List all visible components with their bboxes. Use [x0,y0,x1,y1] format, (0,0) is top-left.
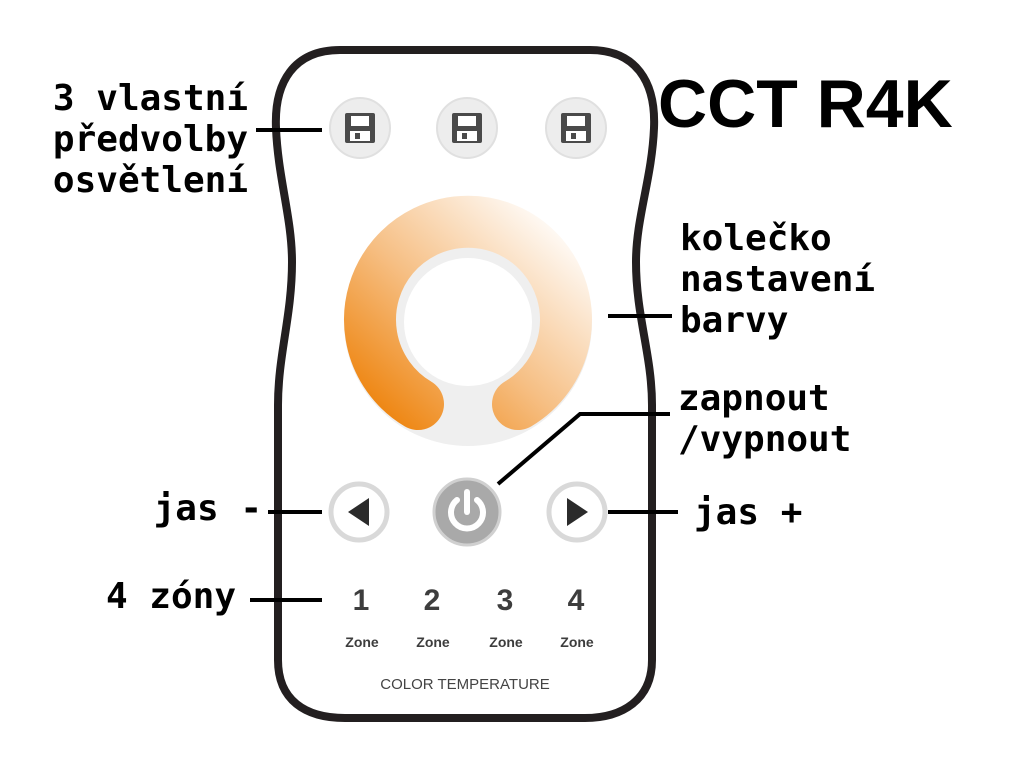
save-icon [452,113,482,143]
preset-button-3[interactable] [546,98,606,158]
brightness-down-button[interactable] [331,484,387,540]
zone-label-1: Zone [327,634,397,650]
label-wheel: kolečko nastavení barvy [680,218,875,341]
label-zones: 4 zóny [60,576,236,617]
label-wheel-line-1: kolečko [680,218,875,259]
label-brightness-down: jas - [120,488,262,529]
label-wheel-line-3: barvy [680,300,875,341]
product-title: CCT R4K [658,64,953,144]
zone-label-3: Zone [471,634,541,650]
label-power: zapnout /vypnout [678,378,851,460]
label-wheel-line-2: nastavení [680,259,875,300]
color-wheel[interactable] [344,198,592,446]
zone-button-3[interactable]: 3 [475,584,535,618]
label-power-line-1: zapnout [678,378,851,419]
preset-button-2[interactable] [437,98,497,158]
label-brightness-up: jas + [694,492,802,533]
label-presets: 3 vlastní předvolby osvětlení [40,78,248,201]
power-button[interactable] [434,479,500,545]
label-presets-line-2: předvolby [40,119,248,160]
zone-button-2[interactable]: 2 [402,584,462,618]
preset-button-1[interactable] [330,98,390,158]
remote-footer-label: COLOR TEMPERATURE [340,676,590,693]
zone-label-4: Zone [542,634,612,650]
save-icon [345,113,375,143]
zone-button-4[interactable]: 4 [546,584,606,618]
label-power-line-2: /vypnout [678,419,851,460]
brightness-up-button[interactable] [549,484,605,540]
label-presets-line-1: 3 vlastní [40,78,248,119]
zone-button-1[interactable]: 1 [331,584,391,618]
save-icon [561,113,591,143]
zone-label-2: Zone [398,634,468,650]
label-presets-line-3: osvětlení [40,160,248,201]
